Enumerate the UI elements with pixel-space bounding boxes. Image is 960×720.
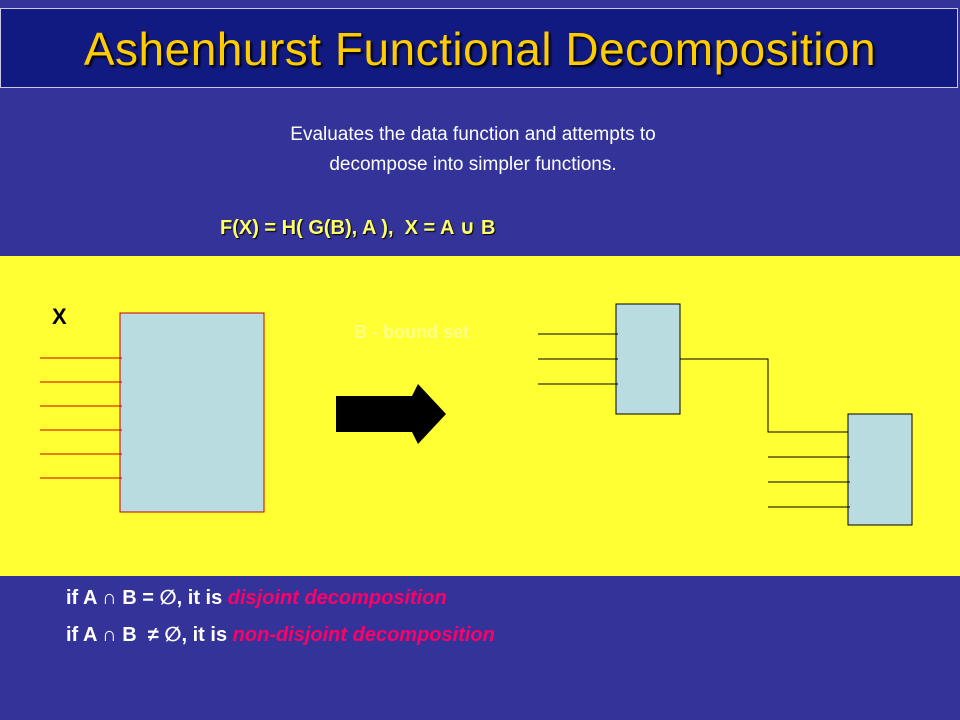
- function-block-g: [615, 303, 681, 415]
- input-set-label: X: [52, 304, 67, 329]
- decomposed-function: [538, 303, 913, 526]
- non-disjoint-condition: if A ∩ B ≠ ∅, it is non-disjoint decompo…: [66, 622, 495, 647]
- condition-prefix: if A ∩ B ≠ ∅, it is: [66, 624, 233, 646]
- decomposition-formula: F(X) = H( G(B), A ), X = A ∪ B: [220, 217, 496, 239]
- title-bar: [0, 8, 958, 88]
- bound-set-label: B - bound set: [354, 322, 469, 342]
- subtitle-line-1: Evaluates the data function and attempts…: [290, 124, 656, 145]
- condition-prefix: if A ∩ B = ∅, it is: [66, 587, 228, 609]
- function-block-f: [119, 312, 265, 513]
- slide-subtitle: Evaluates the data function and attempts…: [200, 120, 746, 180]
- slide-title: Ashenhurst Functional Decomposition: [83, 23, 877, 75]
- function-block-h: [847, 413, 913, 526]
- condition-emphasis: non-disjoint decomposition: [232, 624, 495, 646]
- subtitle-line-2: decompose into simpler functions.: [329, 154, 617, 175]
- right-arrow-icon: [336, 384, 446, 444]
- original-function: [40, 312, 265, 513]
- disjoint-condition: if A ∩ B = ∅, it is disjoint decompositi…: [66, 585, 447, 610]
- g-to-h-connection: [680, 358, 850, 433]
- condition-emphasis: disjoint decomposition: [227, 587, 447, 609]
